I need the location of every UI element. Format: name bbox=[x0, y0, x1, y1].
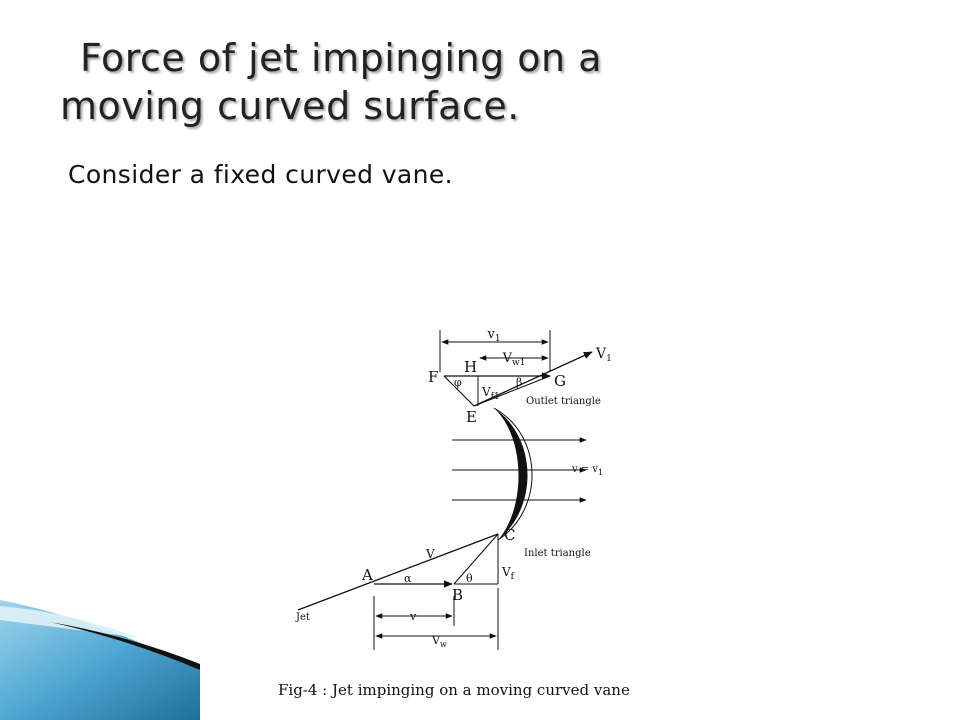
v-equals-v1-label: v = v1 bbox=[571, 464, 603, 477]
point-C: C bbox=[504, 526, 515, 544]
point-B: B bbox=[452, 586, 463, 604]
vane-outer-edge bbox=[493, 407, 533, 541]
slide-title-line-1: Force of jet impinging on a bbox=[80, 36, 603, 80]
vf-label: Vf bbox=[501, 565, 515, 582]
slide-title-line-2: moving curved surface. bbox=[60, 84, 520, 128]
vane-body bbox=[494, 408, 528, 540]
vf1-label: Vf1 bbox=[481, 385, 500, 402]
point-F: F bbox=[428, 368, 438, 386]
alpha-label: α bbox=[404, 572, 412, 585]
slide-title: Force of jet impinging on a moving curve… bbox=[60, 34, 920, 130]
jet-label: Jet bbox=[295, 612, 310, 623]
corner-light-band bbox=[0, 606, 140, 638]
jet-line bbox=[297, 533, 499, 611]
corner-blue-wedge bbox=[0, 600, 200, 720]
vw1-label: Vw1 bbox=[502, 351, 526, 368]
V1-arrow bbox=[473, 351, 593, 407]
corner-swoosh-decoration bbox=[0, 600, 200, 720]
V-label: V bbox=[425, 547, 435, 561]
figure-caption: Fig-4 : Jet impinging on a moving curved… bbox=[278, 681, 630, 699]
beta-label: β bbox=[516, 376, 522, 389]
point-G: G bbox=[554, 372, 566, 390]
theta-label: θ bbox=[466, 572, 473, 585]
v-label: v bbox=[409, 610, 417, 623]
phi-label: φ bbox=[454, 376, 462, 389]
point-A: A bbox=[361, 566, 373, 584]
inlet-triangle-label: Inlet triangle bbox=[524, 548, 591, 559]
point-E: E bbox=[466, 408, 477, 426]
curved-vane: v = v1 bbox=[452, 407, 603, 541]
figure-panel: v1 Vw1 F H G E φ β Vf1 V1 Outlet triangl… bbox=[200, 258, 706, 720]
line-B-C bbox=[453, 533, 499, 585]
v1-label: v1 bbox=[486, 327, 500, 344]
line-F-E bbox=[443, 375, 475, 407]
line-E-G bbox=[473, 375, 551, 407]
outlet-triangle: v1 Vw1 F H G E φ β Vf1 V1 Outlet triangl… bbox=[428, 327, 612, 426]
inlet-triangle: Jet A B C V α θ Vf v Vw Inlet triangle bbox=[295, 526, 591, 650]
vane-diagram: v1 Vw1 F H G E φ β Vf1 V1 Outlet triangl… bbox=[278, 327, 630, 699]
outlet-triangle-label: Outlet triangle bbox=[526, 396, 601, 407]
vw-label: Vw bbox=[431, 634, 447, 649]
point-H: H bbox=[464, 358, 477, 376]
V1-label: V1 bbox=[595, 346, 612, 364]
slide-subtitle: Consider a fixed curved vane. bbox=[68, 160, 454, 189]
